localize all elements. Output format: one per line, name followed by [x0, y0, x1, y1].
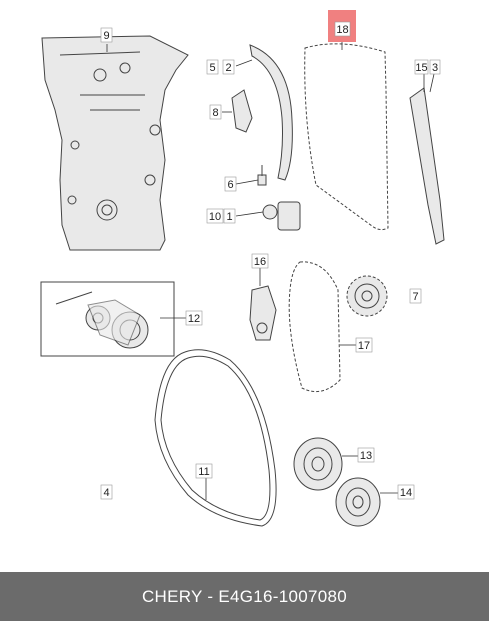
footer-caption: CHERY - E4G16-1007080 [141, 586, 348, 606]
belt-tensioner-box [40, 281, 175, 357]
callout-18: 18 [328, 10, 356, 42]
leader-3 [429, 73, 435, 93]
tensioner-pulley-drawing [335, 477, 381, 527]
footer-banner: CHERY - E4G16-1007080 [0, 572, 489, 621]
callout-11: 11 [195, 463, 213, 479]
svg-text:9: 9 [103, 30, 109, 42]
callout-12: 12 [185, 310, 203, 326]
svg-text:15: 15 [415, 62, 427, 74]
callout-17: 17 [355, 337, 373, 353]
timing-chain-drawing [304, 43, 389, 231]
callout-4: 4 [100, 484, 113, 500]
tensioner-bracket-drawing [231, 89, 253, 133]
svg-text:11: 11 [198, 466, 209, 478]
idler-pulley-drawing [293, 437, 343, 491]
callout-2: 2 [222, 59, 235, 75]
leader-6 [235, 179, 259, 185]
svg-text:14: 14 [400, 487, 412, 499]
svg-text:4: 4 [103, 487, 109, 499]
drive-belt-drawing [154, 349, 277, 527]
timing-cover-drawing [41, 35, 189, 251]
callout-13: 13 [357, 447, 375, 463]
svg-text:12: 12 [188, 313, 200, 325]
svg-text:3: 3 [432, 62, 438, 74]
svg-text:10: 10 [209, 211, 221, 223]
callout-3: 3 [429, 59, 441, 75]
leader-2 [235, 59, 253, 67]
svg-text:7: 7 [412, 291, 418, 303]
bolt-drawing [257, 165, 267, 186]
callout-16: 16 [251, 253, 269, 269]
svg-text:2: 2 [225, 62, 231, 74]
callout-6: 6 [224, 176, 237, 192]
svg-text:16: 16 [254, 256, 266, 268]
svg-text:17: 17 [358, 340, 370, 352]
guide-rail-drawing [409, 87, 445, 245]
svg-text:5: 5 [209, 62, 215, 74]
callout-15: 15 [414, 59, 429, 75]
callout-7: 7 [409, 288, 422, 304]
tensioner-drawing [262, 201, 301, 231]
callout-5: 5 [206, 59, 219, 75]
svg-text:8: 8 [212, 107, 218, 119]
svg-text:6: 6 [227, 179, 233, 191]
timing-parts-diagram: 9 5 2 18 15 3 8 6 10 1 16 7 [40, 10, 445, 527]
sprocket-drawing [346, 275, 388, 317]
svg-text:13: 13 [360, 450, 372, 462]
callout-9: 9 [100, 27, 113, 43]
callout-14: 14 [397, 484, 415, 500]
svg-text:18: 18 [336, 24, 348, 36]
svg-text:1: 1 [226, 211, 232, 223]
lower-tensioner-drawing [249, 285, 277, 341]
chain-guide-drawing [249, 44, 293, 181]
callout-10: 10 [206, 208, 224, 224]
callout-8: 8 [209, 104, 222, 120]
leader-1 [235, 211, 264, 217]
lower-chain-drawing [288, 261, 341, 393]
callout-1: 1 [223, 208, 236, 224]
